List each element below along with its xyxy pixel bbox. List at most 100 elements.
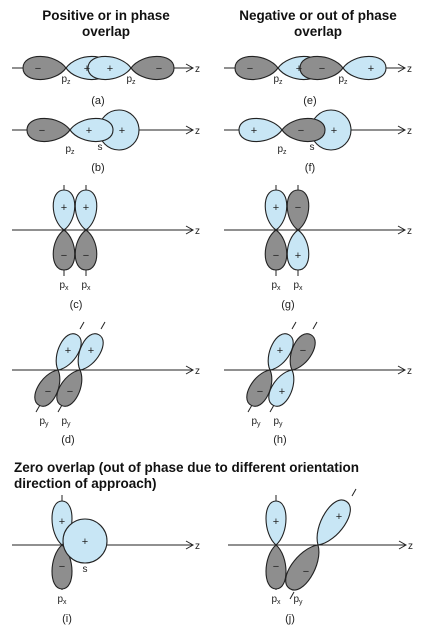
panel-g-axis-arrowhead (397, 225, 407, 235)
panel-c-orbital-label-1: px (59, 280, 69, 292)
panel-a-sign-2: + (84, 63, 90, 75)
panel-e-sign-1: − (247, 63, 253, 75)
panel-e-axis-arrowhead (397, 63, 407, 73)
panel-c-lobe-1-up (52, 189, 76, 231)
panel-g-lobe-1-up (264, 189, 288, 231)
panel-a-orbital-label-1: pz (61, 74, 71, 86)
panel-f-sign-2: − (298, 125, 304, 137)
panel-i-sign-3: + (82, 536, 88, 548)
panel-i-s-orbital (62, 518, 108, 564)
panel-g-orbital-label-1: px (271, 280, 281, 292)
panel-d-axis-label: z (195, 366, 200, 377)
panel-h-sign-3: − (257, 386, 263, 398)
panel-j-py-lobe-up (316, 499, 351, 546)
panel-e-lobe-2-right (342, 56, 387, 80)
panel-a-lobe-1-left (22, 56, 67, 80)
panel-b-axis-arrowhead (185, 125, 195, 135)
panel-h-orbital-label-1: py (251, 416, 261, 428)
panel-i-axis-label: z (195, 541, 200, 552)
panel-e-sign-3: − (319, 63, 325, 75)
panel-a-sign-4: − (156, 63, 162, 75)
panel-j-sign-4: − (303, 566, 309, 578)
panel-d-axis-arrowhead (185, 365, 195, 375)
heading-zero-line-2: direction of approach) (14, 476, 157, 491)
panel-i-orbital-label-2: s (83, 564, 88, 575)
panel-f-caption: (f) (305, 162, 315, 174)
panel-f-sign-3: + (331, 125, 337, 137)
panel-c-axis-arrowhead (185, 225, 195, 235)
panel-d-orbital-label-1: py (39, 416, 49, 428)
panel-a-axis-label: z (195, 64, 200, 75)
panel-d-lobe-1-up (55, 333, 82, 371)
panel-j-sign-2: − (273, 561, 279, 573)
panel-a-orbital-label-2: pz (126, 74, 136, 86)
heading-positive-line-1: Positive or in phase (42, 8, 170, 23)
panel-h-tick-bottom-1 (247, 404, 253, 413)
panel-g-orbital-label-2: px (293, 280, 303, 292)
panel-j-px-lobe-down (265, 544, 287, 590)
panel-e-sign-4: + (368, 63, 374, 75)
panel-h-axis-label: z (407, 366, 412, 377)
panel-b-orbital-label-2: s (98, 142, 103, 153)
panel-f-axis-label: z (407, 126, 412, 137)
panel-h-tick-bottom-2 (269, 404, 275, 413)
panel-j-sign-1: + (273, 516, 279, 528)
panel-b-sign-1: − (39, 125, 45, 137)
heading-negative-overlap: Negative or out of phase overlap (212, 8, 424, 40)
panel-f-axis-arrowhead (397, 125, 407, 135)
panel-h-sign-1: + (277, 345, 283, 357)
heading-positive-line-2: overlap (81, 24, 131, 39)
panel-h-lobe-2-up (289, 333, 316, 371)
panel-d-lobe-2-down (56, 369, 83, 407)
heading-zero-overlap: Zero overlap (out of phase due to differ… (14, 460, 426, 492)
panel-b-axis-label: z (195, 126, 200, 137)
panel-j-tick-bottom-2 (289, 591, 295, 600)
heading-zero-line-1: Zero overlap (out of phase due to differ… (14, 460, 360, 475)
panel-f-orbital-label-2: s (310, 142, 315, 153)
panel-b-p-lobe-right (69, 118, 114, 142)
panel-j-py-lobe-down (285, 544, 320, 591)
panel-b-orbital-label-1: pz (65, 144, 75, 156)
panel-c-orbital-label-2: px (81, 280, 91, 292)
panel-d-sign-1: + (65, 345, 71, 357)
panel-g-lobe-2-up (286, 189, 310, 231)
panel-h-orbital-label-2: py (273, 416, 283, 428)
panel-g-sign-3: − (273, 250, 279, 262)
panel-e-orbital-label-2: pz (338, 74, 348, 86)
panel-d-caption: (d) (61, 434, 74, 446)
panel-c-lobe-1-down (52, 229, 76, 271)
panel-d-sign-4: − (67, 386, 73, 398)
panel-d-sign-2: + (88, 345, 94, 357)
panel-b-sign-3: + (119, 125, 125, 137)
heading-positive-overlap: Positive or in phase overlap (8, 8, 204, 40)
panel-g-caption: (g) (281, 299, 294, 311)
panel-g-lobe-1-down (264, 229, 288, 271)
panel-e-lobe-2-left (299, 56, 344, 80)
panel-a-sign-3: + (107, 63, 113, 75)
panel-d-tick-top-1 (79, 321, 85, 330)
panel-d-orbital-label-2: py (61, 416, 71, 428)
panel-h-axis-arrowhead (397, 365, 407, 375)
panel-a-lobe-2-left (87, 56, 132, 80)
panel-j-caption: (j) (285, 613, 295, 625)
panel-c-lobe-2-down (74, 229, 98, 271)
panel-f-p-lobe-right (281, 118, 326, 142)
panel-b-sign-2: + (86, 125, 92, 137)
panel-e-caption: (e) (303, 95, 316, 107)
panel-a-sign-1: − (35, 63, 41, 75)
panel-h-sign-4: + (279, 386, 285, 398)
panel-j-tick-top-2 (351, 488, 357, 497)
panel-f-orbital-label-1: pz (277, 144, 287, 156)
panel-j-sign-3: + (336, 511, 342, 523)
panel-i-orbital-label-1: px (57, 594, 67, 606)
panel-g-sign-1: + (273, 202, 279, 214)
panel-g-sign-2: − (295, 202, 301, 214)
panel-i-p-lobe-down (51, 544, 73, 590)
panel-c-sign-1: + (61, 202, 67, 214)
panel-d-tick-bottom-1 (35, 404, 41, 413)
panel-j-axis-label: z (408, 541, 413, 552)
panel-h-caption: (h) (273, 434, 286, 446)
panel-b-p-lobe-left (26, 118, 71, 142)
panel-i-axis-arrowhead (185, 540, 195, 550)
